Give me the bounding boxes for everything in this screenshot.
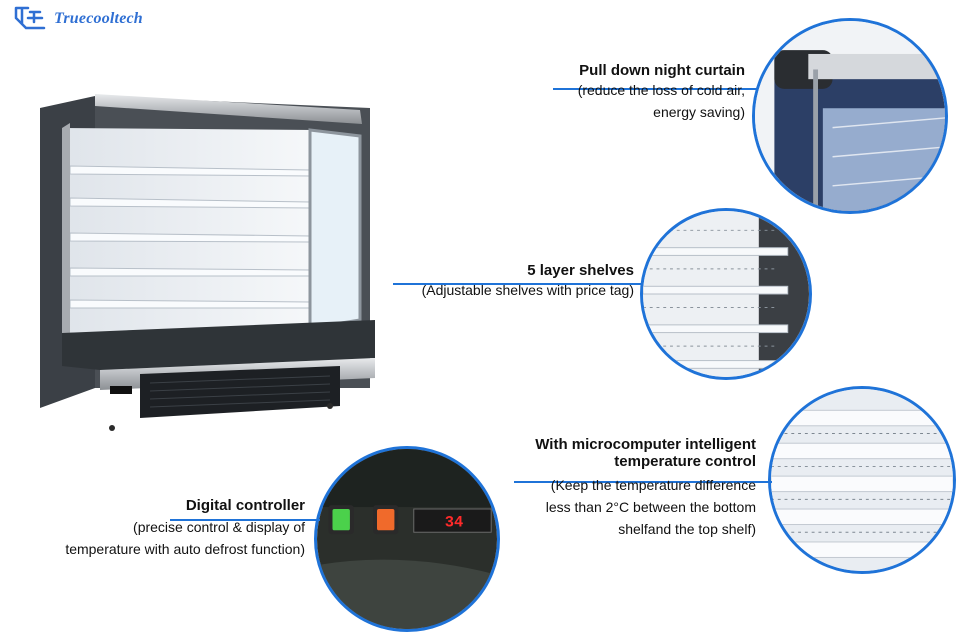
temperature-callout: With microcomputer intelligent temperatu… [456, 436, 756, 540]
temperature-desc-1: (Keep the temperature difference [550, 477, 756, 493]
night-curtain-title: Pull down night curtain [579, 62, 745, 79]
night-curtain-desc-2: energy saving) [653, 104, 745, 120]
digital-controller-closeup: 34 [314, 446, 500, 632]
shelves-title: 5 layer shelves [527, 262, 634, 279]
temperature-desc-2: less than 2°C between the bottom [545, 499, 756, 515]
logo-icon [14, 6, 46, 30]
temperature-title-1: With microcomputer intelligent [535, 436, 756, 453]
temperature-desc-3: shelfand the top shelf) [618, 521, 756, 537]
display-fridge-image [40, 94, 375, 431]
controller-desc-2: temperature with auto defrost function) [65, 541, 305, 557]
temperature-leader-line [514, 481, 772, 483]
night-curtain-leader-line [553, 88, 757, 90]
shelves-leader-line [393, 283, 643, 285]
night-curtain-closeup [752, 18, 948, 214]
night-curtain-desc-1: (reduce the loss of cold air, [577, 82, 745, 98]
controller-display-value: 34 [445, 513, 464, 531]
controller-desc-1: (precise control & display of [133, 519, 305, 535]
brand-logo: Truecooltech [12, 2, 143, 36]
brand-name: Truecooltech [54, 10, 143, 27]
temperature-title-2: temperature control [614, 453, 756, 470]
shelves-closeup [640, 208, 812, 380]
shelves-desc: (Adjustable shelves with price tag) [421, 282, 634, 298]
controller-leader-line [170, 519, 320, 521]
night-curtain-callout: Pull down night curtain (reduce the loss… [485, 62, 745, 123]
controller-callout: Digital controller (precise control & di… [5, 497, 305, 560]
shelf-rows-closeup [768, 386, 956, 574]
shelves-callout: 5 layer shelves (Adjustable shelves with… [374, 262, 634, 301]
controller-title: Digital controller [185, 497, 305, 514]
